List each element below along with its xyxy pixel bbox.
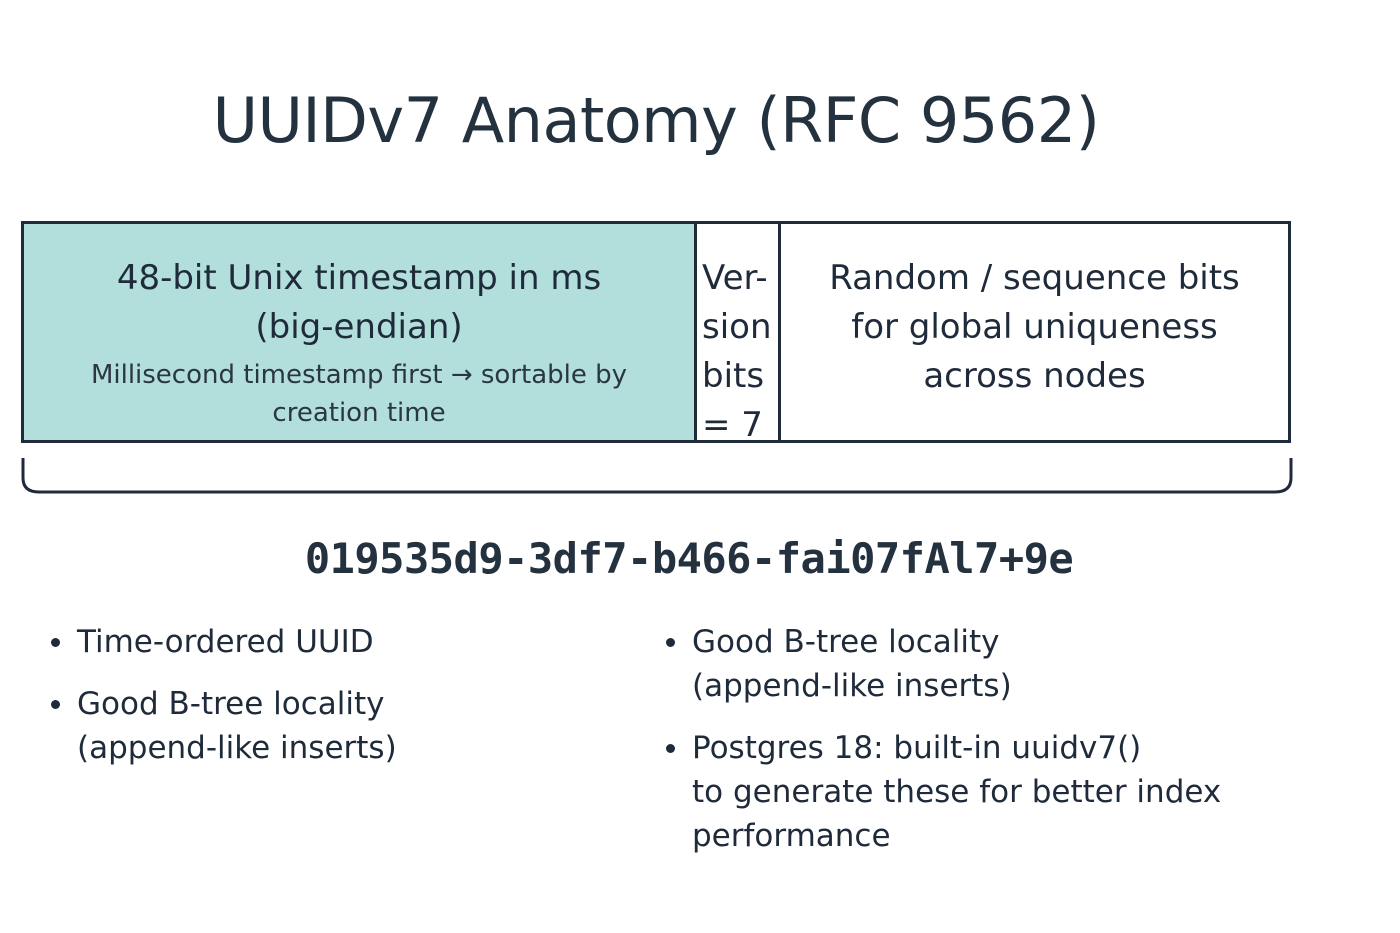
timestamp-segment-note: Millisecond timestamp first → sortable b… — [90, 360, 628, 428]
random-segment-label: Random / sequence bits for global unique… — [829, 258, 1240, 396]
bullet-list-left: Time-ordered UUID Good B-tree locality (… — [48, 620, 608, 788]
random-segment: Random / sequence bits for global unique… — [781, 224, 1288, 440]
bullet-list-right: Good B-tree locality (append-like insert… — [663, 620, 1283, 876]
bullet-dot-icon — [666, 744, 675, 753]
bullet-item: Time-ordered UUID — [48, 620, 608, 664]
bullet-item: Postgres 18: built-in uuidv7() to genera… — [663, 726, 1283, 858]
diagram-title: UUIDv7 Anatomy (RFC 9562) — [212, 84, 1100, 157]
bullet-item: Good B-tree locality (append-like insert… — [48, 682, 608, 770]
bracket-underline — [21, 458, 1293, 494]
bullet-text: Time-ordered UUID — [77, 624, 374, 660]
timestamp-segment: 48-bit Unix timestamp in ms (big-endian)… — [24, 224, 697, 440]
example-uuid: 019535d9-3df7-b466-fai07fAl7+9e — [304, 534, 1074, 583]
bullet-dot-icon — [666, 638, 675, 647]
bullet-text: Postgres 18: built-in uuidv7() to genera… — [692, 730, 1222, 854]
bullet-text: Good B-tree locality (append-like insert… — [692, 624, 1012, 704]
bullet-text: Good B-tree locality (append-like insert… — [77, 686, 397, 766]
version-segment-label: Ver- sion bits = 7 — [702, 258, 772, 445]
uuid-bit-layout: 48-bit Unix timestamp in ms (big-endian)… — [21, 221, 1291, 445]
bullet-dot-icon — [51, 700, 60, 709]
bullet-item: Good B-tree locality (append-like insert… — [663, 620, 1283, 708]
timestamp-segment-label: 48-bit Unix timestamp in ms (big-endian) — [116, 258, 602, 347]
bullet-dot-icon — [51, 638, 60, 647]
version-segment: Ver- sion bits = 7 — [697, 224, 781, 445]
